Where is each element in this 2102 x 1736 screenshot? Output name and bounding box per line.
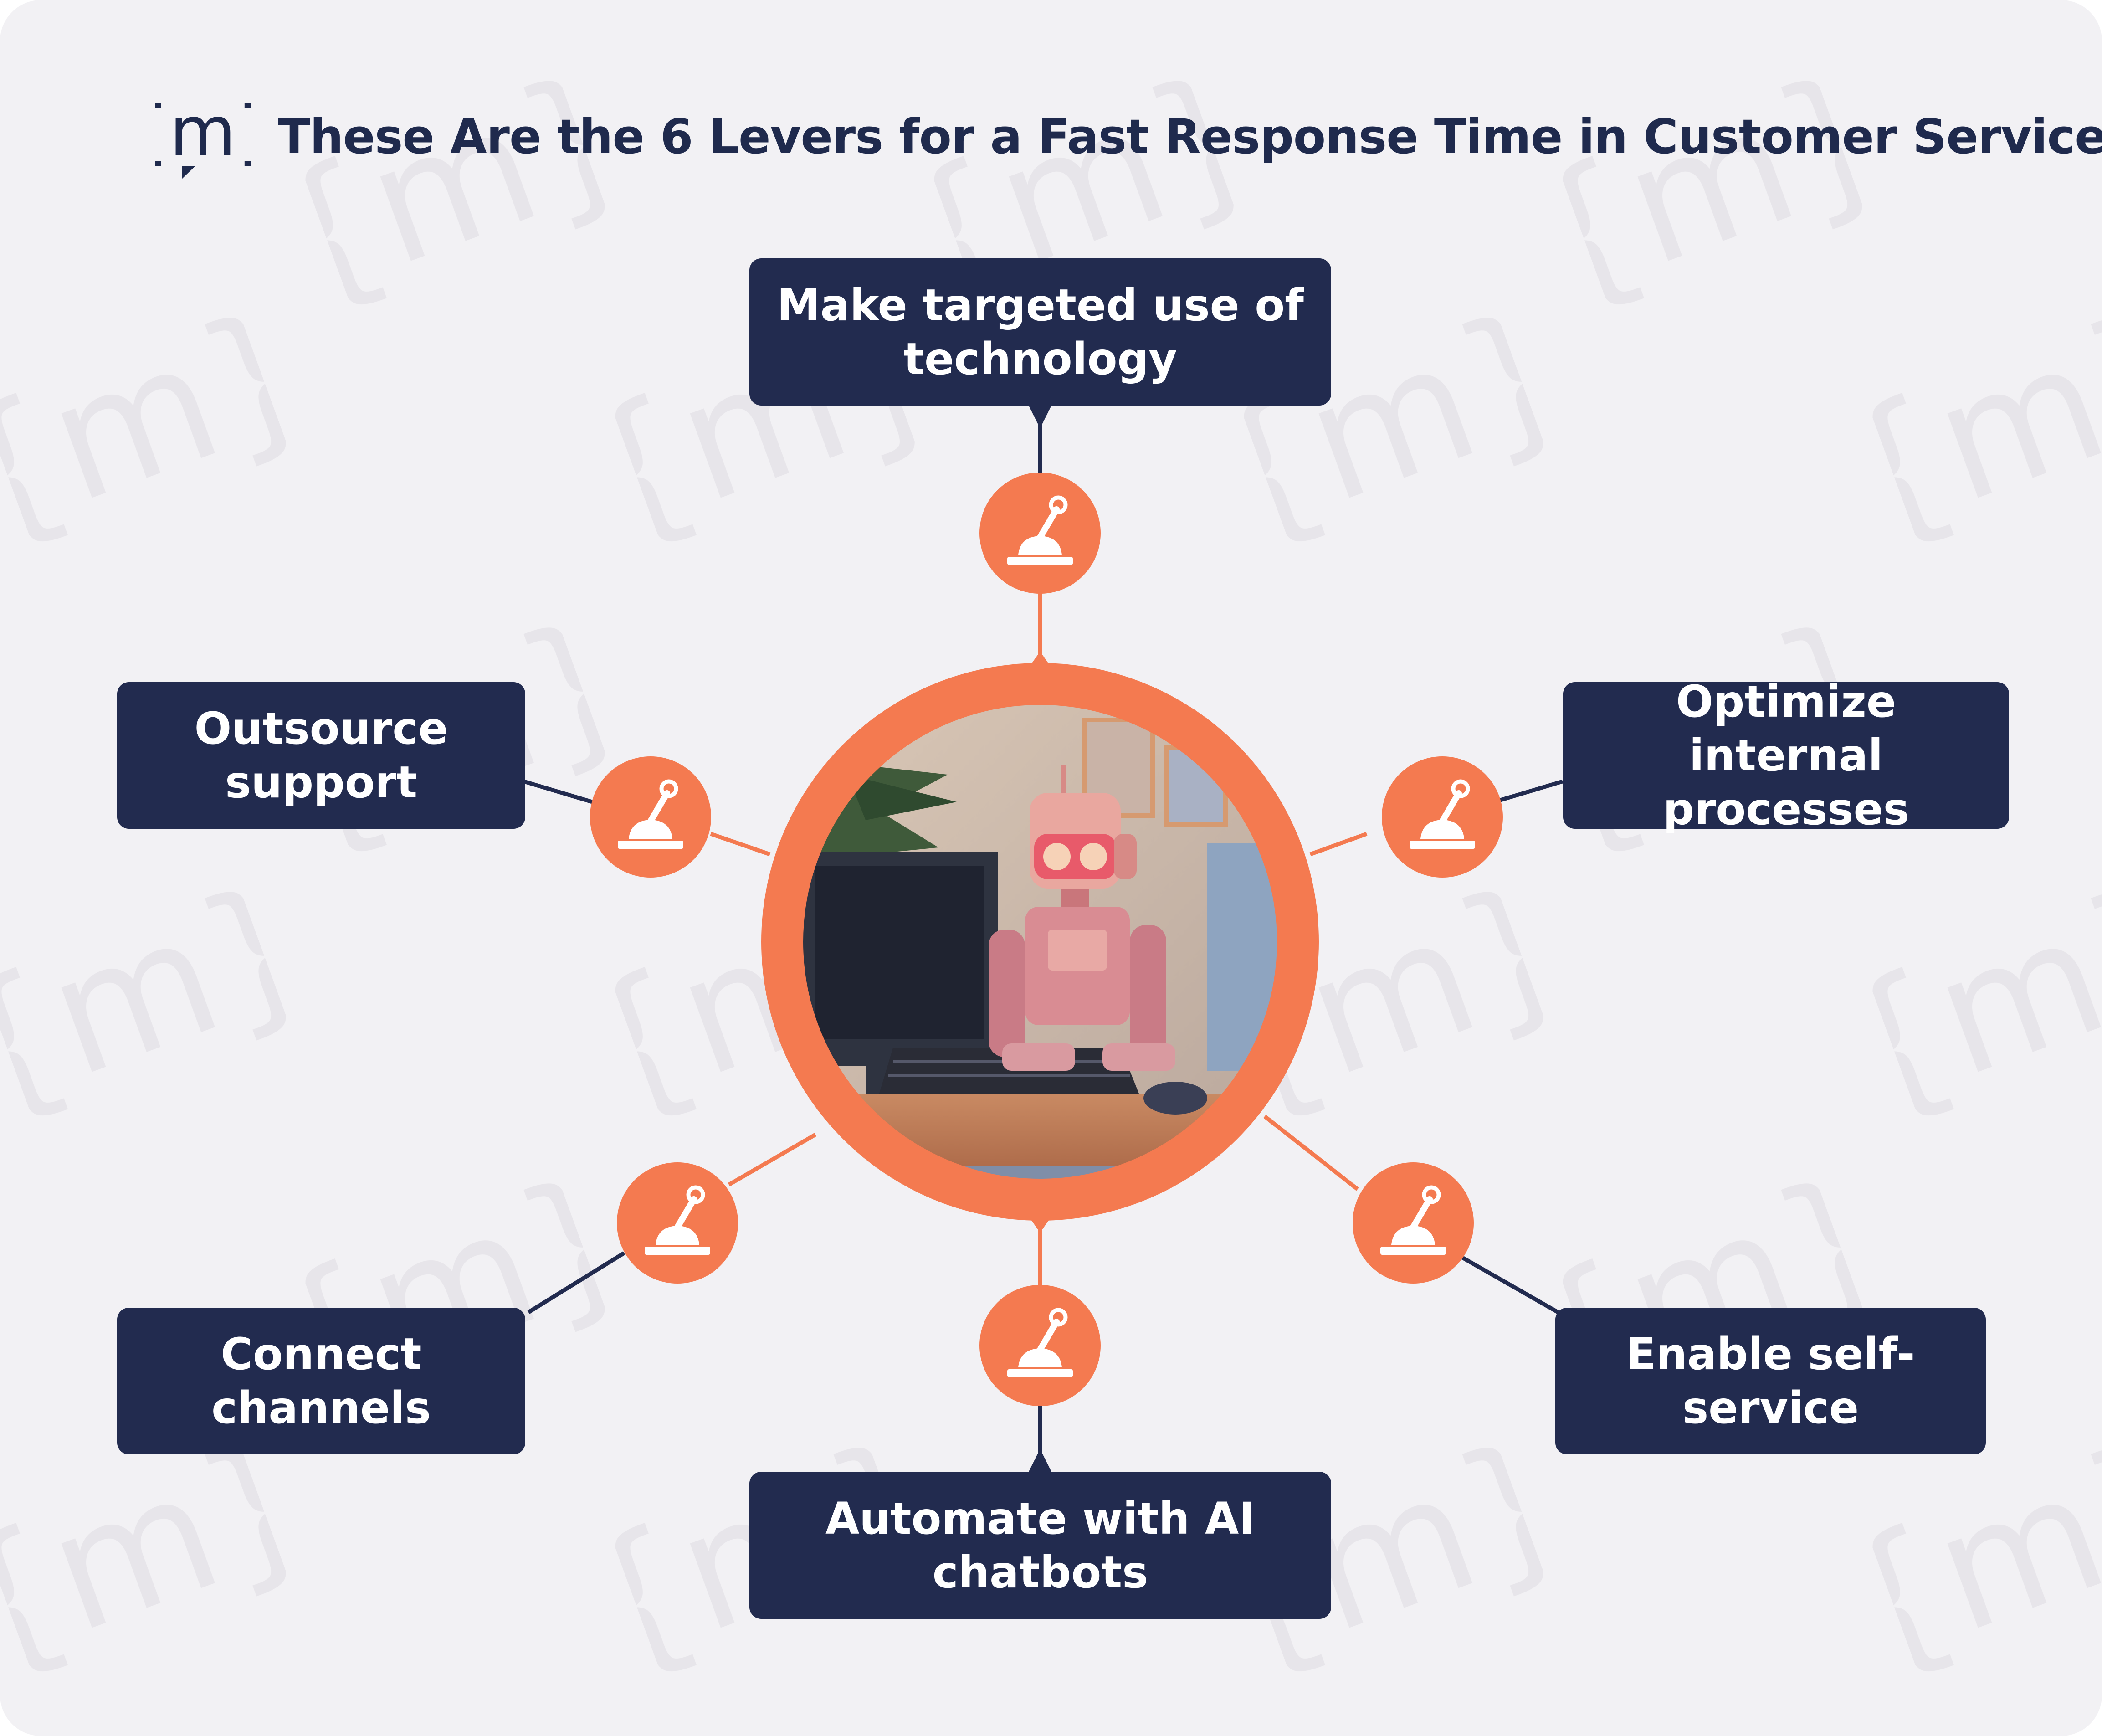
- central-hub: [761, 652, 1319, 1233]
- svg-text:{m}: {m}: [155, 92, 251, 171]
- lever-joystick-icon: [979, 1285, 1101, 1406]
- lever-joystick-icon: [590, 756, 711, 878]
- lever-joystick-icon: [979, 473, 1101, 594]
- lever-box-technology: Make targeted use of technology: [749, 258, 1331, 406]
- lever-joystick-icon: [1353, 1162, 1474, 1284]
- lever-label: Enable self-service: [1626, 1329, 1915, 1433]
- lever-box-outsource: Outsource support: [117, 682, 525, 829]
- lever-label: Automate with AI chatbots: [825, 1493, 1255, 1598]
- robot-at-computer-illustration: [802, 704, 1278, 1180]
- lever-box-self-service: Enable self-service: [1555, 1308, 1986, 1454]
- lever-box-channels: Connect channels: [117, 1308, 525, 1454]
- lever-label: Optimize internal processes: [1663, 676, 1909, 835]
- lever-label: Connect channels: [211, 1329, 431, 1433]
- header: {m} These Are the 6 Levers for a Fast Re…: [155, 91, 2102, 182]
- lever-label: Outsource support: [194, 703, 448, 808]
- lever-joystick-icon: [1382, 756, 1503, 878]
- lever-label: Make targeted use of technology: [777, 279, 1304, 385]
- lever-box-chatbots: Automate with AI chatbots: [749, 1472, 1331, 1619]
- page-title: These Are the 6 Levers for a Fast Respon…: [278, 109, 2102, 164]
- lever-box-processes: Optimize internal processes: [1563, 676, 2009, 835]
- m-braces-logo-icon: {m}: [155, 92, 251, 179]
- lever-joystick-icon: [617, 1162, 738, 1284]
- lever-icons: [590, 473, 1503, 1406]
